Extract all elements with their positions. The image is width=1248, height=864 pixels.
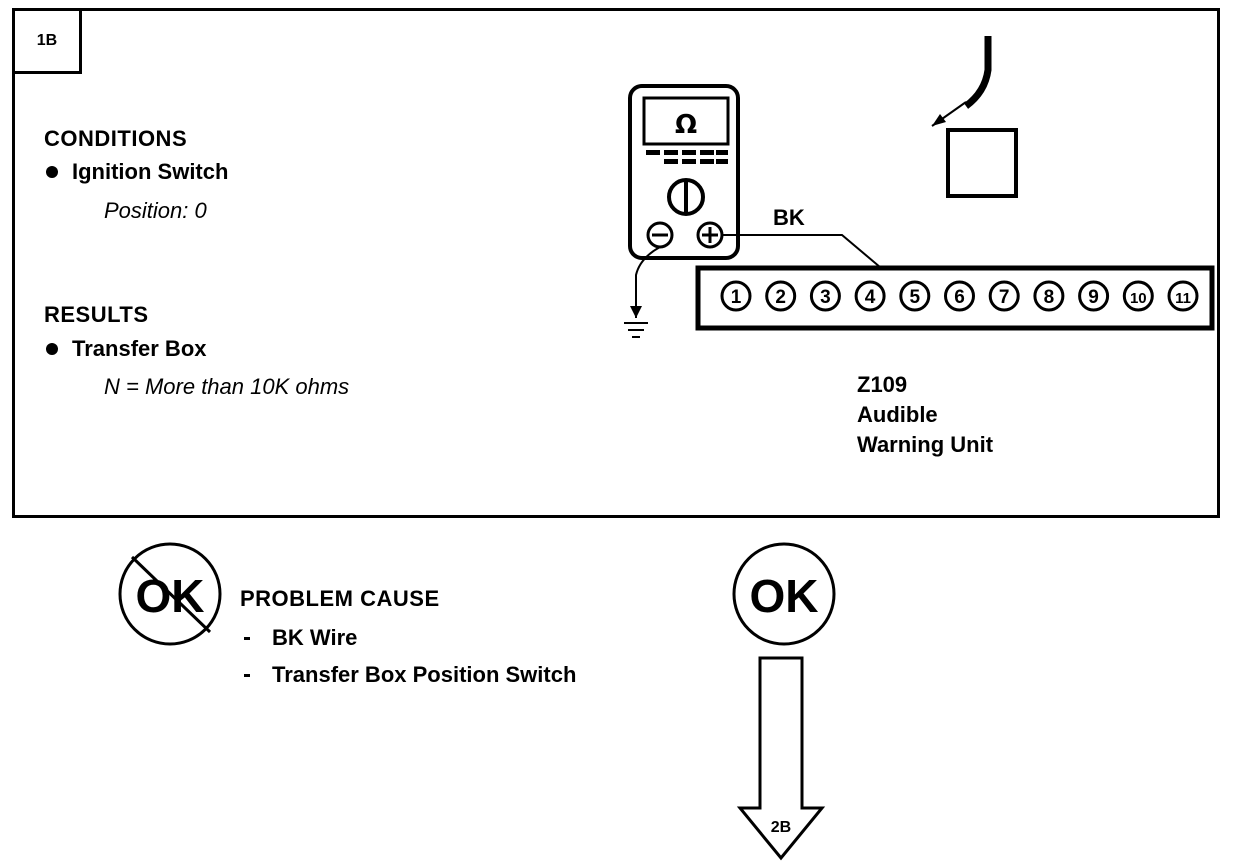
connector-pin [1078, 280, 1110, 312]
step-number-tab: 1B [12, 8, 82, 74]
cause-item-label: Transfer Box Position Switch [272, 662, 577, 687]
step-number-label: 1B [36, 32, 58, 49]
not-ok-text: OK [136, 570, 205, 622]
cause-item-label: BK Wire [272, 625, 358, 650]
test-step-frame [12, 8, 1220, 518]
ok-text: OK [750, 570, 819, 622]
bullet-icon [46, 166, 58, 178]
problem-cause-heading: PROBLEM CAUSE [240, 586, 440, 611]
next-step-arrow: 2B [736, 656, 826, 861]
wire-label: BK [773, 205, 805, 230]
connector-pin-label: 8 [1044, 287, 1055, 308]
connector-pin [854, 280, 886, 312]
connector-pin [1033, 280, 1065, 312]
cause-item: Transfer Box Position Switch [244, 662, 576, 688]
connector-pin-label: 10 [1130, 290, 1147, 307]
bullet-icon [46, 343, 58, 355]
unit-code: Z109 [857, 372, 908, 397]
connector-pin-label: 4 [865, 287, 876, 308]
results-item-label: Transfer Box [72, 336, 207, 361]
unit-label: Z109 Audible Warning Unit [857, 370, 993, 460]
not-ok-badge: OK [118, 542, 222, 646]
connector-pin [720, 280, 752, 312]
connector-pin-label: 6 [954, 287, 965, 308]
connector-pin [809, 280, 841, 312]
connector-pin-label: 7 [999, 287, 1010, 308]
connector-pin [765, 280, 797, 312]
results-heading: RESULTS [44, 302, 149, 327]
connector-pin-label: 3 [820, 287, 831, 308]
connector-pin-label: 9 [1088, 287, 1099, 308]
ohm-symbol: Ω [675, 110, 697, 140]
dash-icon [244, 673, 250, 677]
conditions-detail: Position: 0 [104, 198, 207, 223]
next-step-label: 2B [771, 819, 791, 836]
strike-line [130, 555, 212, 634]
meter-buttons [646, 150, 728, 164]
connector-pin [988, 280, 1020, 312]
connector-pin-label: 5 [910, 287, 921, 308]
meter-display [642, 96, 730, 146]
connector-pin [899, 280, 931, 312]
multimeter: Ω [628, 84, 740, 260]
transfer-box-switch [931, 36, 1018, 198]
unit-name-line2: Warning Unit [857, 432, 994, 457]
conditions-item: Ignition Switch [46, 159, 228, 185]
conditions-heading: CONDITIONS [44, 126, 188, 151]
conditions-item-label: Ignition Switch [72, 159, 229, 184]
unit-name-line1: Audible [857, 402, 938, 427]
connector-pin-label: 1 [731, 287, 742, 308]
connection-arrow-icon [932, 114, 946, 126]
connector-pin [1167, 280, 1199, 312]
connector-pin [944, 280, 975, 312]
connector-pin-label: 11 [1175, 290, 1191, 307]
connector-pin-label: 2 [775, 287, 786, 308]
ground-lead [624, 246, 661, 338]
connector-pin [1122, 280, 1154, 312]
connector-pins: 1 2 3 4 5 6 7 8 9 10 11 [720, 280, 1199, 312]
results-item: Transfer Box [46, 336, 207, 362]
results-detail: N = More than 10K ohms [104, 374, 350, 399]
dash-icon [244, 636, 250, 640]
cause-item: BK Wire [244, 625, 357, 651]
ok-badge: OK [732, 542, 836, 646]
